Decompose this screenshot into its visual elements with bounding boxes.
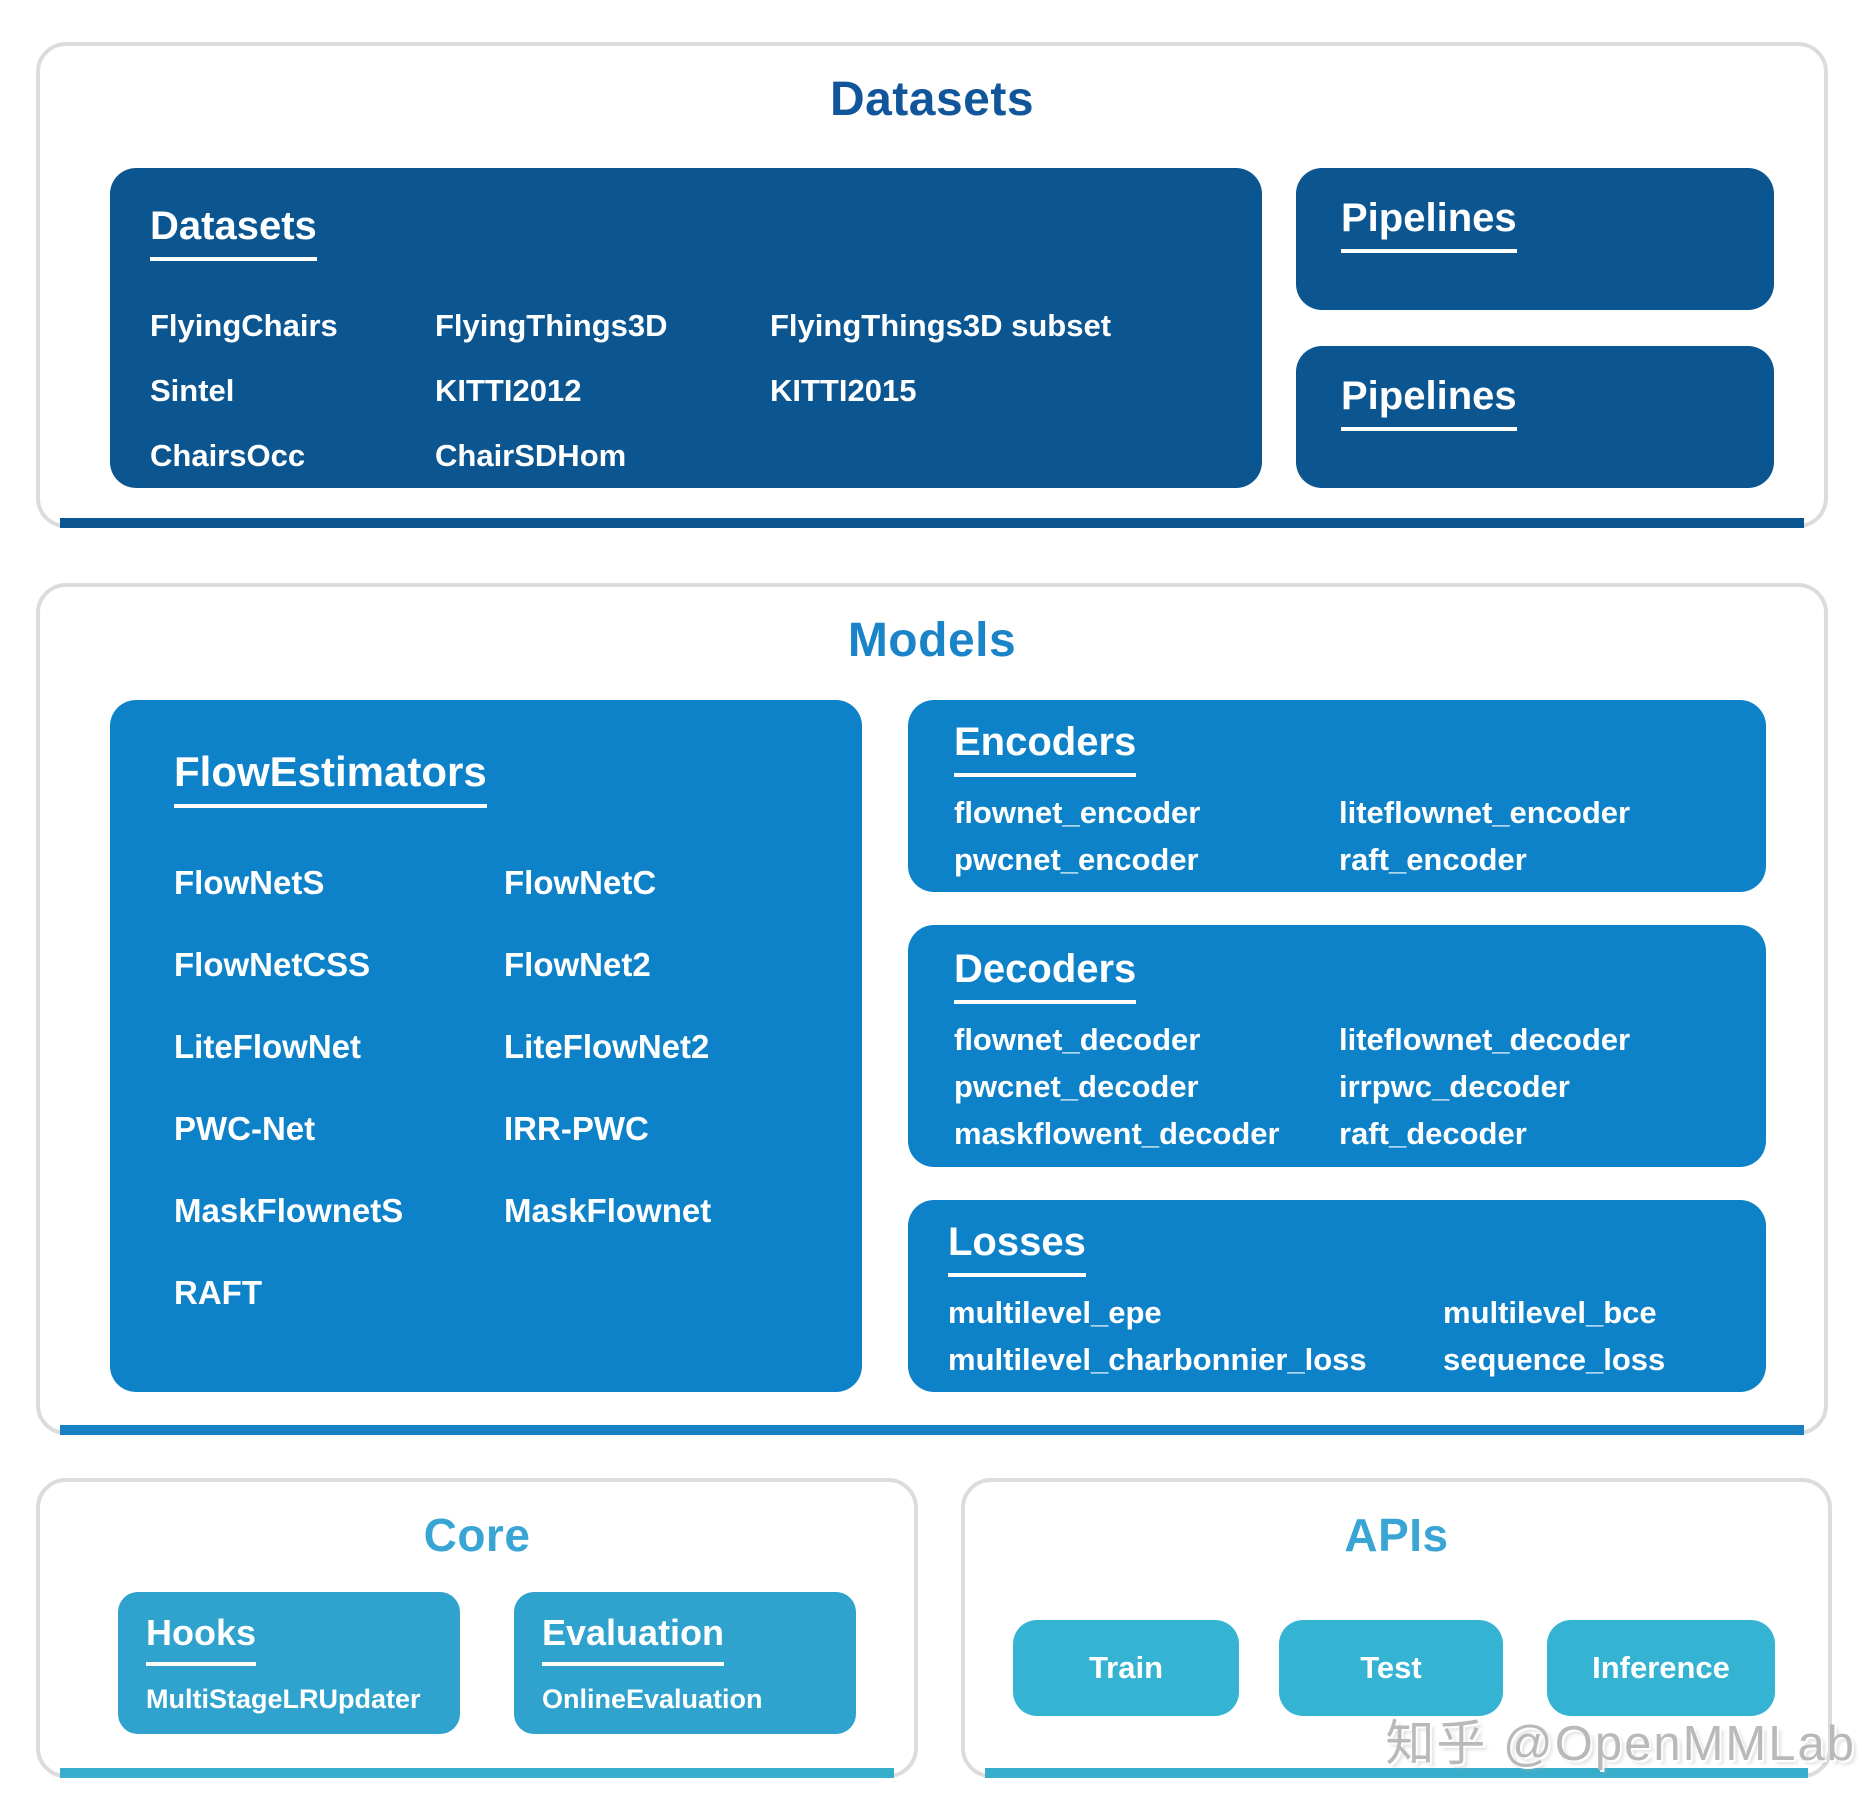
pipelines-box-header: Pipelines (1341, 374, 1517, 431)
decoders-header: Decoders (954, 947, 1137, 1004)
encoder-item: pwcnet_encoder (954, 842, 1199, 877)
dataset-item: ChairsOcc (150, 438, 306, 473)
test-box: Test (1279, 1620, 1503, 1716)
datasets-section-title: Datasets (829, 73, 1035, 126)
apis-section-underline (985, 1768, 1808, 1778)
dataset-item: KITTI2015 (770, 373, 917, 408)
core-section-card: Core Hooks MultiStageLRUpdater Evaluatio… (36, 1478, 918, 1778)
flow-estimator-item: LiteFlowNet (174, 1028, 361, 1065)
inference-box: Inference (1547, 1620, 1775, 1716)
datasets-section-card: Datasets Datasets FlyingChairs FlyingThi… (36, 42, 1828, 528)
hooks-header: Hooks (146, 1612, 257, 1666)
flow-estimator-item: FlowNetCSS (174, 946, 371, 983)
decoder-item: raft_decoder (1339, 1116, 1527, 1151)
dataset-item: FlyingThings3D subset (770, 308, 1112, 343)
apis-section-title: APIs (1344, 1509, 1449, 1561)
datasets-box: Datasets FlyingChairs FlyingThings3D Fly… (110, 168, 1262, 488)
dataset-item: Sintel (150, 373, 235, 408)
evaluation-item: OnlineEvaluation (542, 1684, 763, 1714)
encoders-box: Encoders flownet_encoder liteflownet_enc… (908, 700, 1766, 892)
flow-estimator-item: PWC-Net (174, 1110, 316, 1147)
flow-estimators-grid: FlowNetS FlowNetC FlowNetCSS FlowNet2 Li… (174, 842, 862, 1334)
pipelines-box-1: Pipelines (1296, 168, 1774, 310)
dataset-item: ChairSDHom (435, 438, 627, 473)
flow-estimator-item: MaskFlownet (504, 1192, 712, 1229)
decoder-item: pwcnet_decoder (954, 1069, 1199, 1104)
losses-grid: multilevel_epe multilevel_bce multilevel… (948, 1289, 1766, 1383)
decoder-item: flownet_decoder (954, 1022, 1201, 1057)
encoders-grid: flownet_encoder liteflownet_encoder pwcn… (954, 789, 1766, 883)
models-section-title: Models (847, 614, 1017, 667)
encoders-header: Encoders (954, 720, 1137, 777)
datasets-box-header: Datasets (150, 204, 317, 261)
flow-estimator-item: FlowNetS (174, 864, 325, 901)
losses-header: Losses (948, 1220, 1086, 1277)
decoder-item: liteflownet_decoder (1339, 1022, 1631, 1057)
loss-item: multilevel_charbonnier_loss (948, 1342, 1367, 1377)
dataset-item: FlyingThings3D (435, 308, 668, 343)
hooks-item: MultiStageLRUpdater (146, 1684, 421, 1714)
evaluation-box: Evaluation OnlineEvaluation (514, 1592, 856, 1734)
decoders-grid: flownet_decoder liteflownet_decoder pwcn… (954, 1016, 1766, 1157)
zhihu-openmmlab-watermark: 知乎 @OpenMMLab (1385, 1717, 1856, 1771)
train-box: Train (1013, 1620, 1239, 1716)
pipelines-box-2: Pipelines (1296, 346, 1774, 488)
encoder-item: raft_encoder (1339, 842, 1527, 877)
models-section-underline (60, 1425, 1804, 1435)
models-section-card: Models FlowEstimators FlowNetS FlowNetC … (36, 583, 1828, 1435)
encoder-item: liteflownet_encoder (1339, 795, 1631, 830)
evaluation-header: Evaluation (542, 1612, 725, 1666)
datasets-section-underline (60, 518, 1804, 528)
decoder-item: maskflowent_decoder (954, 1116, 1280, 1151)
loss-item: multilevel_bce (1443, 1295, 1657, 1330)
flow-estimator-item: RAFT (174, 1274, 262, 1311)
dataset-item: KITTI2012 (435, 373, 582, 408)
flow-estimators-header: FlowEstimators (174, 748, 487, 808)
flow-estimator-item: IRR-PWC (504, 1110, 649, 1147)
loss-item: multilevel_epe (948, 1295, 1162, 1330)
decoder-item: irrpwc_decoder (1339, 1069, 1570, 1104)
pipelines-box-header: Pipelines (1341, 196, 1517, 253)
flow-estimator-item: FlowNet2 (504, 946, 651, 983)
core-section-underline (60, 1768, 894, 1778)
decoders-box: Decoders flownet_decoder liteflownet_dec… (908, 925, 1766, 1167)
losses-box: Losses multilevel_epe multilevel_bce mul… (908, 1200, 1766, 1392)
core-section-title: Core (423, 1509, 531, 1561)
apis-section-card: APIs Train Test Inference (961, 1478, 1832, 1778)
dataset-item: FlyingChairs (150, 308, 338, 343)
flow-estimator-item: FlowNetC (504, 864, 657, 901)
loss-item: sequence_loss (1443, 1342, 1666, 1377)
flow-estimators-box: FlowEstimators FlowNetS FlowNetC FlowNet… (110, 700, 862, 1392)
hooks-box: Hooks MultiStageLRUpdater (118, 1592, 460, 1734)
flow-estimator-item: MaskFlownetS (174, 1192, 404, 1229)
datasets-grid: FlyingChairs FlyingThings3D FlyingThings… (150, 293, 1232, 488)
encoder-item: flownet_encoder (954, 795, 1201, 830)
flow-estimator-item: LiteFlowNet2 (504, 1028, 710, 1065)
